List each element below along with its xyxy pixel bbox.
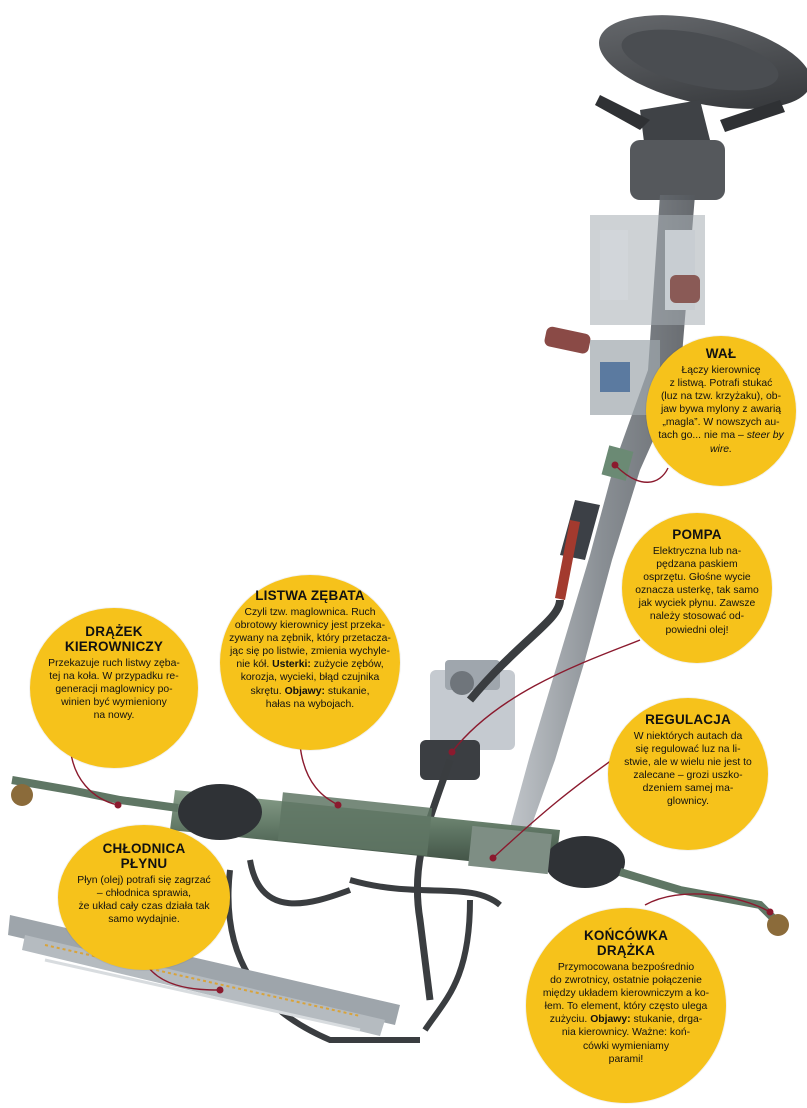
callout-koncowka-title: KOŃCÓWKA DRĄŻKA (583, 928, 669, 958)
callout-koncowka-body: Przymocowana bezpośrednio do zwrotnicy, … (542, 962, 710, 1065)
callout-chlodnica: CHŁODNICA PŁYNU Płyn (olej) potrafi się … (58, 825, 230, 970)
callout-drazek: DRĄŻEK KIEROWNICZY Przekazuje ruch listw… (30, 608, 198, 768)
callout-koncowka-objawy-label: Objawy: (590, 1014, 631, 1026)
callout-koncowka: KOŃCÓWKA DRĄŻKA Przymocowana bezpośredni… (526, 908, 726, 1103)
callout-regulacja-title: REGULACJA (645, 712, 731, 727)
callout-chlodnica-body: Płyn (olej) potrafi się zagrzać – chłodn… (77, 875, 211, 926)
callout-listwa-title: LISTWA ZĘBATA (255, 588, 365, 603)
callout-wal-italic: steer by wire. (710, 430, 784, 455)
callout-chlodnica-title: CHŁODNICA PŁYNU (102, 841, 186, 871)
callout-listwa-body: Czyli tzw. maglownica. Ruch obrotowy kie… (229, 607, 391, 710)
callout-listwa-objawy-label: Objawy: (284, 685, 325, 697)
callout-drazek-body: Przekazuje ruch listwy zęba- tej na koła… (48, 658, 180, 722)
callout-wal-body: Łączy kierownicę z listwą. Potrafi stuka… (658, 365, 784, 455)
steering-wheel (595, 15, 807, 200)
callout-regulacja-body: W niektórych autach da się regulować luz… (624, 731, 752, 808)
callout-pompa: POMPA Elektryczna lub na- pędzana paskie… (622, 513, 772, 663)
leader-dots (114, 461, 774, 994)
callout-listwa-usterki-label: Usterki: (272, 659, 311, 671)
callout-pompa-title: POMPA (672, 527, 722, 542)
callout-regulacja: REGULACJA W niektórych autach da się reg… (608, 698, 768, 850)
callout-pompa-body: Elektryczna lub na- pędzana paskiem ospr… (635, 546, 759, 636)
callout-wal-title: WAŁ (705, 346, 737, 361)
callout-wal: WAŁ Łączy kierownicę z listwą. Potrafi s… (646, 336, 796, 486)
steering-rack (170, 784, 625, 888)
callout-listwa: LISTWA ZĘBATA Czyli tzw. maglownica. Ruc… (220, 575, 400, 750)
callout-drazek-title: DRĄŻEK KIEROWNICZY (64, 624, 164, 654)
